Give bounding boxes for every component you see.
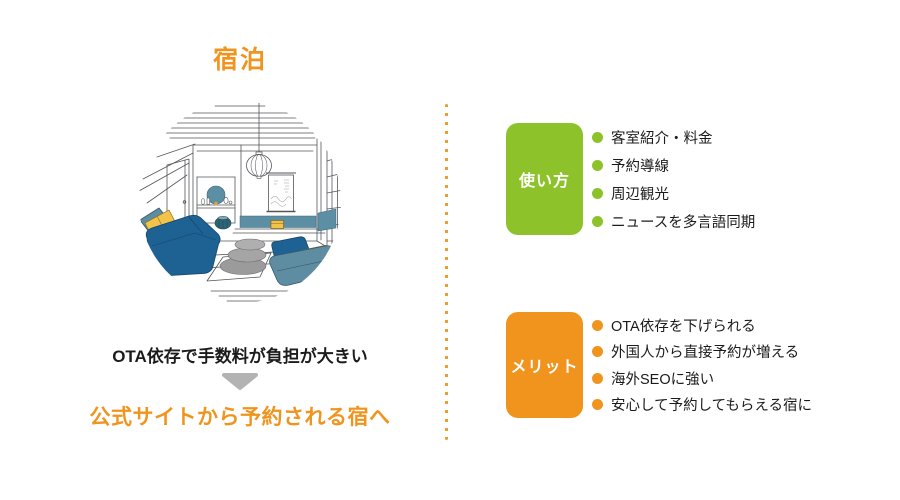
merit-item-list: OTA依存を下げられる 外国人から直接予約が増える 海外SEOに強い 安心して予…	[592, 312, 812, 418]
hanging-scroll	[266, 172, 296, 213]
right-sofa	[269, 236, 341, 286]
bullet-icon	[592, 159, 603, 171]
shelf-decor	[200, 185, 233, 206]
bullet-icon	[592, 215, 603, 227]
bullet-icon	[592, 187, 603, 199]
ceramic-pot	[214, 216, 232, 230]
list-item: OTA依存を下げられる	[592, 312, 812, 339]
merit-section: メリット OTA依存を下げられる 外国人から直接予約が増える 海外SEOに強い …	[506, 312, 812, 418]
left-sofa	[139, 207, 221, 277]
list-item: 安心して予約してもらえる宿に	[592, 392, 812, 419]
usage-section: 使い方 客室紹介・料金 予約導線 周辺観光 ニュースを多言語同期	[506, 123, 755, 235]
room-line-art	[139, 101, 341, 302]
box-on-ledge	[270, 220, 284, 229]
window-sill-panel	[317, 208, 337, 232]
guest-room-illustration	[137, 99, 343, 305]
usage-label: 使い方	[506, 123, 583, 235]
usage-item-list: 客室紹介・料金 予約導線 周辺観光 ニュースを多言語同期	[592, 123, 755, 235]
dotted-divider	[445, 104, 448, 440]
bullet-icon	[592, 399, 603, 411]
list-item: ニュースを多言語同期	[592, 207, 755, 235]
list-item: 周辺観光	[592, 179, 755, 207]
merit-label: メリット	[506, 312, 583, 418]
down-arrow-icon	[219, 372, 261, 392]
bullet-icon	[592, 372, 603, 384]
bullet-icon	[592, 346, 603, 358]
solution-text: 公式サイトから予約される宿へ	[89, 406, 391, 429]
list-item: 客室紹介・料金	[592, 123, 755, 151]
list-item: 予約導線	[592, 151, 755, 179]
floor-cushion-stack	[219, 238, 267, 275]
problem-text: OTA依存で手数料が負担が大きい	[112, 347, 368, 366]
page-title: 宿泊	[212, 46, 267, 74]
bullet-icon	[592, 319, 603, 331]
bullet-icon	[592, 131, 603, 143]
pendant-lantern	[246, 101, 272, 179]
list-item: 海外SEOに強い	[592, 365, 812, 392]
list-item: 外国人から直接予約が増える	[592, 339, 812, 366]
